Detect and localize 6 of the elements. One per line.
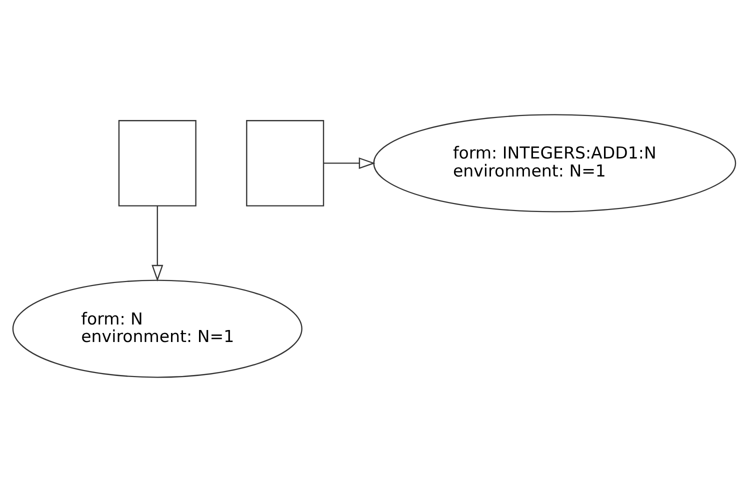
node-ellipse: form: INTEGERS:ADD1:N environment: N=1 xyxy=(373,114,736,212)
node-ellipse: form: N environment: N=1 xyxy=(12,279,302,378)
arrow xyxy=(324,156,376,169)
node-box xyxy=(118,120,196,206)
arrow xyxy=(152,206,164,281)
node-box xyxy=(246,120,324,206)
